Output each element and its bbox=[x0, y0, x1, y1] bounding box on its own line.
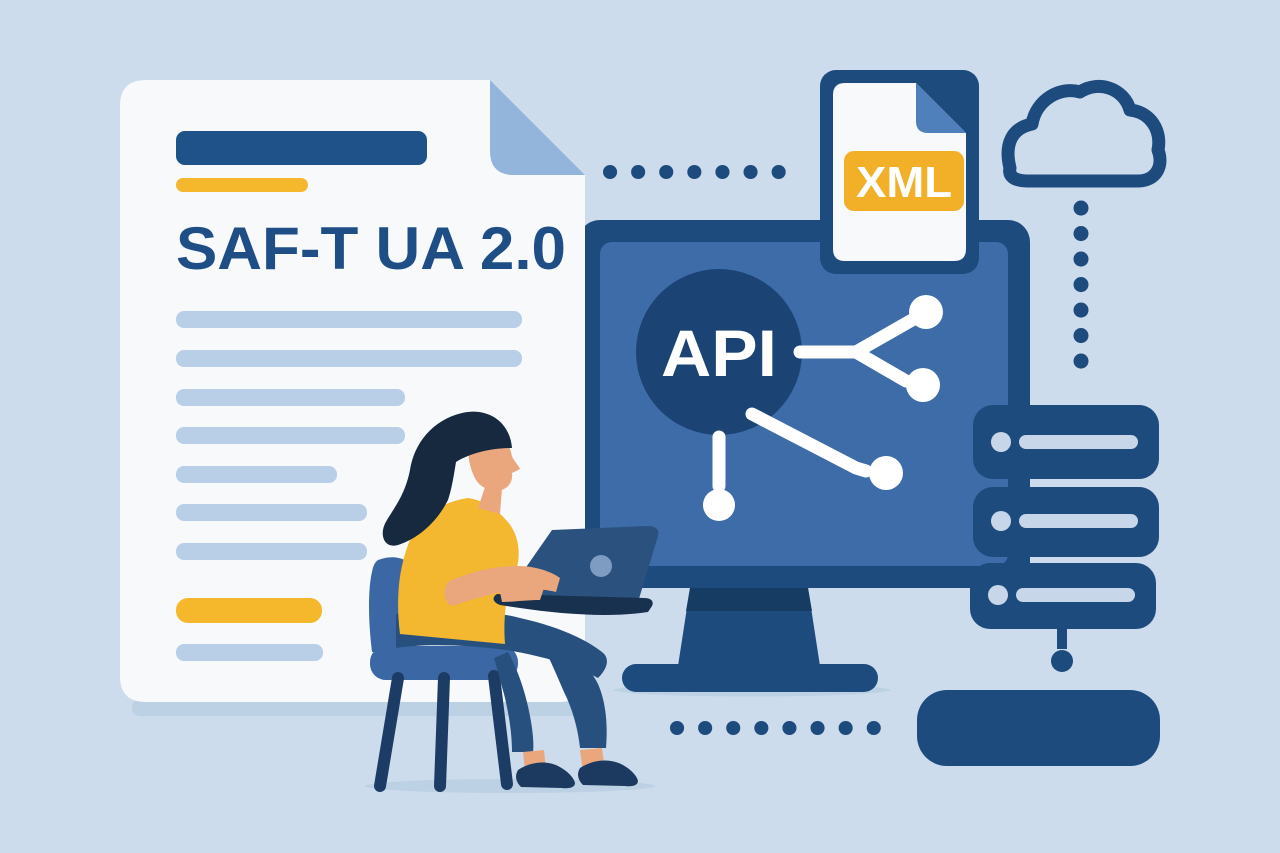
person-front-leg bbox=[548, 648, 607, 748]
person-front-shoe bbox=[578, 760, 638, 787]
api-label: API bbox=[661, 316, 777, 390]
monitor-neck-shadow bbox=[686, 588, 812, 611]
document-shadow bbox=[132, 699, 582, 716]
person-hair bbox=[382, 411, 512, 546]
server-stack-icon bbox=[970, 405, 1159, 672]
monitor-base bbox=[622, 664, 878, 692]
laptop-logo-icon bbox=[590, 555, 612, 577]
document-title: SAF-T UA 2.0 bbox=[176, 215, 566, 282]
xml-file-icon: XML bbox=[820, 70, 979, 274]
xml-badge bbox=[844, 151, 964, 211]
xml-label: XML bbox=[856, 158, 952, 207]
server-slot bbox=[1016, 588, 1135, 602]
text-line bbox=[176, 644, 323, 661]
chair-seat bbox=[370, 646, 518, 680]
document-folded-corner-icon bbox=[490, 80, 585, 175]
person-hands bbox=[444, 566, 560, 606]
process-box-icon bbox=[917, 690, 1160, 766]
monitor-icon: API bbox=[578, 220, 1030, 692]
server-connector-node bbox=[1051, 650, 1073, 672]
person-back-shoe bbox=[516, 762, 575, 789]
api-branches bbox=[712, 313, 919, 493]
person-neck bbox=[478, 484, 502, 514]
person-forearm-hand bbox=[444, 566, 560, 606]
text-line bbox=[176, 466, 337, 483]
text-line bbox=[176, 389, 405, 406]
text-line bbox=[176, 427, 405, 444]
document-icon: SAF-T UA 2.0 bbox=[120, 80, 585, 702]
server-slot bbox=[1019, 514, 1138, 528]
server-unit-3 bbox=[970, 563, 1156, 629]
document-accent-bar bbox=[176, 178, 308, 192]
branch-down bbox=[849, 345, 913, 388]
network-node-icon bbox=[703, 489, 735, 521]
network-nodes bbox=[703, 295, 943, 521]
server-led bbox=[991, 511, 1011, 531]
text-line bbox=[176, 350, 522, 367]
person-second-hand bbox=[500, 585, 544, 602]
server-unit-1 bbox=[973, 405, 1159, 479]
person-back-leg bbox=[494, 652, 534, 752]
branch-diagonal bbox=[745, 407, 873, 478]
network-node-icon bbox=[869, 456, 903, 490]
branch-up bbox=[849, 313, 919, 359]
chair-legs bbox=[374, 670, 513, 792]
text-line bbox=[176, 311, 522, 328]
server-led bbox=[991, 432, 1011, 452]
server-unit-2 bbox=[973, 487, 1159, 557]
server-slot bbox=[1019, 435, 1138, 449]
server-led bbox=[988, 585, 1008, 605]
network-node-icon bbox=[909, 295, 943, 329]
xml-folded-corner-icon bbox=[916, 83, 966, 133]
text-line bbox=[176, 543, 367, 560]
document-text-lines bbox=[176, 311, 522, 661]
document-header-bar bbox=[176, 131, 427, 165]
api-circle-icon bbox=[636, 269, 802, 435]
network-node-icon bbox=[906, 368, 940, 402]
document-accent-bar-2 bbox=[176, 598, 322, 623]
person-illustration bbox=[382, 411, 638, 789]
text-line bbox=[176, 504, 367, 521]
cloud-icon bbox=[1001, 79, 1167, 188]
